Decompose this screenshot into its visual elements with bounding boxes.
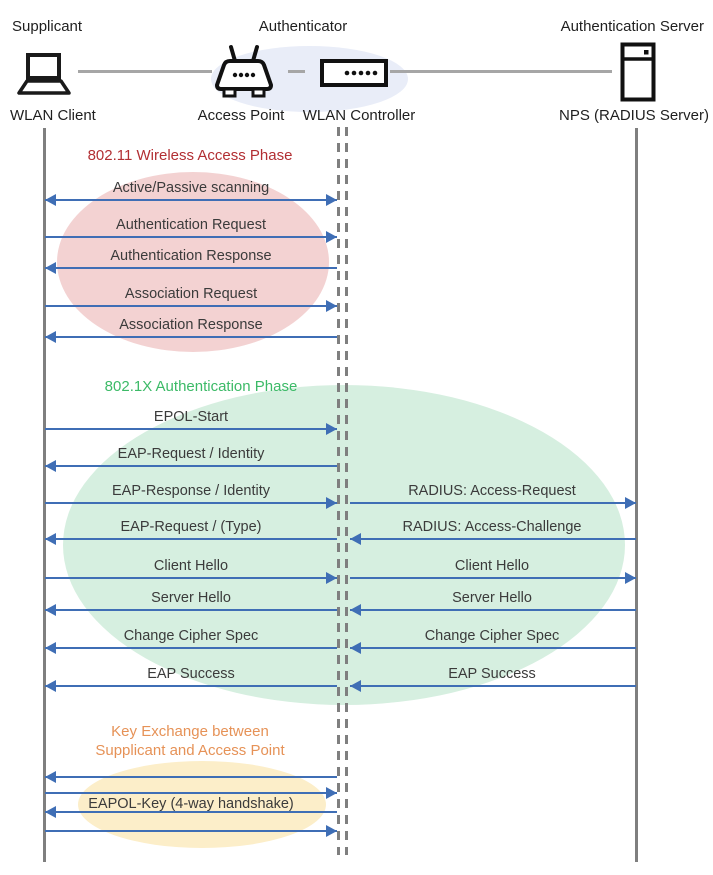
actor-role-supplicant: Supplicant — [12, 18, 83, 35]
arrowhead-left — [45, 642, 56, 654]
arrowhead-right — [326, 497, 337, 509]
arrowhead-left — [45, 460, 56, 472]
message-label: Change Cipher Spec — [424, 628, 560, 644]
message-arrow — [45, 305, 337, 307]
topology-link-line — [78, 70, 212, 73]
dashed-lifeline-left — [337, 127, 340, 855]
arrowhead-left — [45, 680, 56, 692]
message-arrow — [350, 685, 636, 687]
message-label: Authentication Request — [116, 217, 266, 233]
device-label-access-point: Access Point — [197, 107, 285, 124]
message-arrow — [45, 685, 337, 687]
message-arrow — [45, 830, 337, 832]
arrowhead-left — [350, 533, 361, 545]
supplicant-lifeline — [43, 128, 46, 862]
message-arrow — [45, 428, 337, 430]
actor-role-authentication-server: Authentication Server — [560, 18, 704, 35]
arrowhead-left — [45, 533, 56, 545]
message-label: Association Request — [124, 286, 258, 302]
arrowhead-left — [45, 262, 56, 274]
message-arrow — [45, 792, 337, 794]
topology-link-line — [288, 70, 305, 73]
message-label: Server Hello — [151, 590, 231, 606]
phase-title-line: Supplicant and Access Point — [95, 742, 285, 759]
phase-ellipse-dot1x-authentication — [63, 385, 625, 705]
message-arrow — [350, 577, 636, 579]
arrowhead-right — [326, 787, 337, 799]
message-label: Change Cipher Spec — [123, 628, 259, 644]
message-arrow — [45, 538, 337, 540]
phase-ellipse-key-exchange — [78, 761, 326, 848]
arrowhead-right — [326, 572, 337, 584]
message-label: EAPOL-Key (4-way handshake) — [88, 796, 294, 812]
message-arrow — [45, 647, 337, 649]
message-label: RADIUS: Access-Challenge — [402, 519, 582, 535]
device-label-wlan-controller: WLAN Controller — [302, 107, 416, 124]
message-arrow — [45, 336, 337, 338]
message-label: Server Hello — [452, 590, 532, 606]
message-arrow — [350, 502, 636, 504]
message-label: Client Hello — [454, 558, 530, 574]
message-label: Association Response — [119, 317, 263, 333]
message-arrow — [45, 811, 337, 813]
message-label: EAP-Request / (Type) — [120, 519, 262, 535]
arrowhead-left — [350, 680, 361, 692]
message-label: EPOL-Start — [153, 409, 229, 425]
message-label: EAP Success — [147, 666, 235, 682]
device-label-nps: NPS (RADIUS Server) — [558, 107, 710, 124]
arrowhead-right — [326, 825, 337, 837]
message-arrow — [45, 502, 337, 504]
message-label: RADIUS: Access-Request — [408, 483, 576, 499]
message-arrow — [45, 609, 337, 611]
message-arrow — [45, 776, 337, 778]
authenticator-lifeline-dashed — [337, 127, 349, 855]
message-label: EAP-Request / Identity — [117, 446, 265, 462]
message-label: EAP-Response / Identity — [112, 483, 270, 499]
arrowhead-right — [625, 497, 636, 509]
laptop-icon — [12, 52, 76, 102]
phase-title-dot1x-authentication: 802.1X Authentication Phase — [105, 377, 298, 396]
dashed-lifeline-right — [345, 127, 348, 855]
arrowhead-right — [326, 194, 337, 206]
server-tower-icon — [620, 42, 656, 102]
message-arrow — [45, 236, 337, 238]
arrowhead-left — [45, 194, 56, 206]
phase-title-line: 802.11 Wireless Access Phase — [87, 147, 293, 164]
arrowhead-right — [326, 423, 337, 435]
phase-ellipse-wireless-access — [57, 172, 329, 352]
arrowhead-right — [625, 572, 636, 584]
arrowhead-left — [45, 806, 56, 818]
device-label-wlan-client: WLAN Client — [10, 107, 96, 124]
message-arrow — [45, 267, 337, 269]
message-arrow — [350, 609, 636, 611]
arrowhead-right — [326, 300, 337, 312]
access-point-icon — [210, 44, 278, 102]
wlan-controller-icon — [320, 59, 388, 87]
arrowhead-left — [45, 604, 56, 616]
actor-role-authenticator: Authenticator — [258, 18, 348, 35]
arrowhead-right — [326, 231, 337, 243]
message-arrow — [45, 199, 337, 201]
phase-title-line: 802.1X Authentication Phase — [104, 378, 298, 395]
message-label: Active/Passive scanning — [112, 180, 270, 196]
phase-title-wireless-access: 802.11 Wireless Access Phase — [88, 146, 293, 165]
message-arrow — [350, 538, 636, 540]
message-label: EAP Success — [448, 666, 536, 682]
message-label: Client Hello — [153, 558, 229, 574]
message-arrow — [45, 577, 337, 579]
arrowhead-left — [45, 771, 56, 783]
arrowhead-left — [45, 331, 56, 343]
arrowhead-left — [350, 642, 361, 654]
topology-link-line — [390, 70, 612, 73]
authentication-server-lifeline — [635, 128, 638, 862]
arrowhead-left — [350, 604, 361, 616]
message-arrow — [350, 647, 636, 649]
message-arrow — [45, 465, 337, 467]
message-label: Authentication Response — [110, 248, 272, 264]
phase-title-line: Key Exchange between — [111, 723, 269, 740]
